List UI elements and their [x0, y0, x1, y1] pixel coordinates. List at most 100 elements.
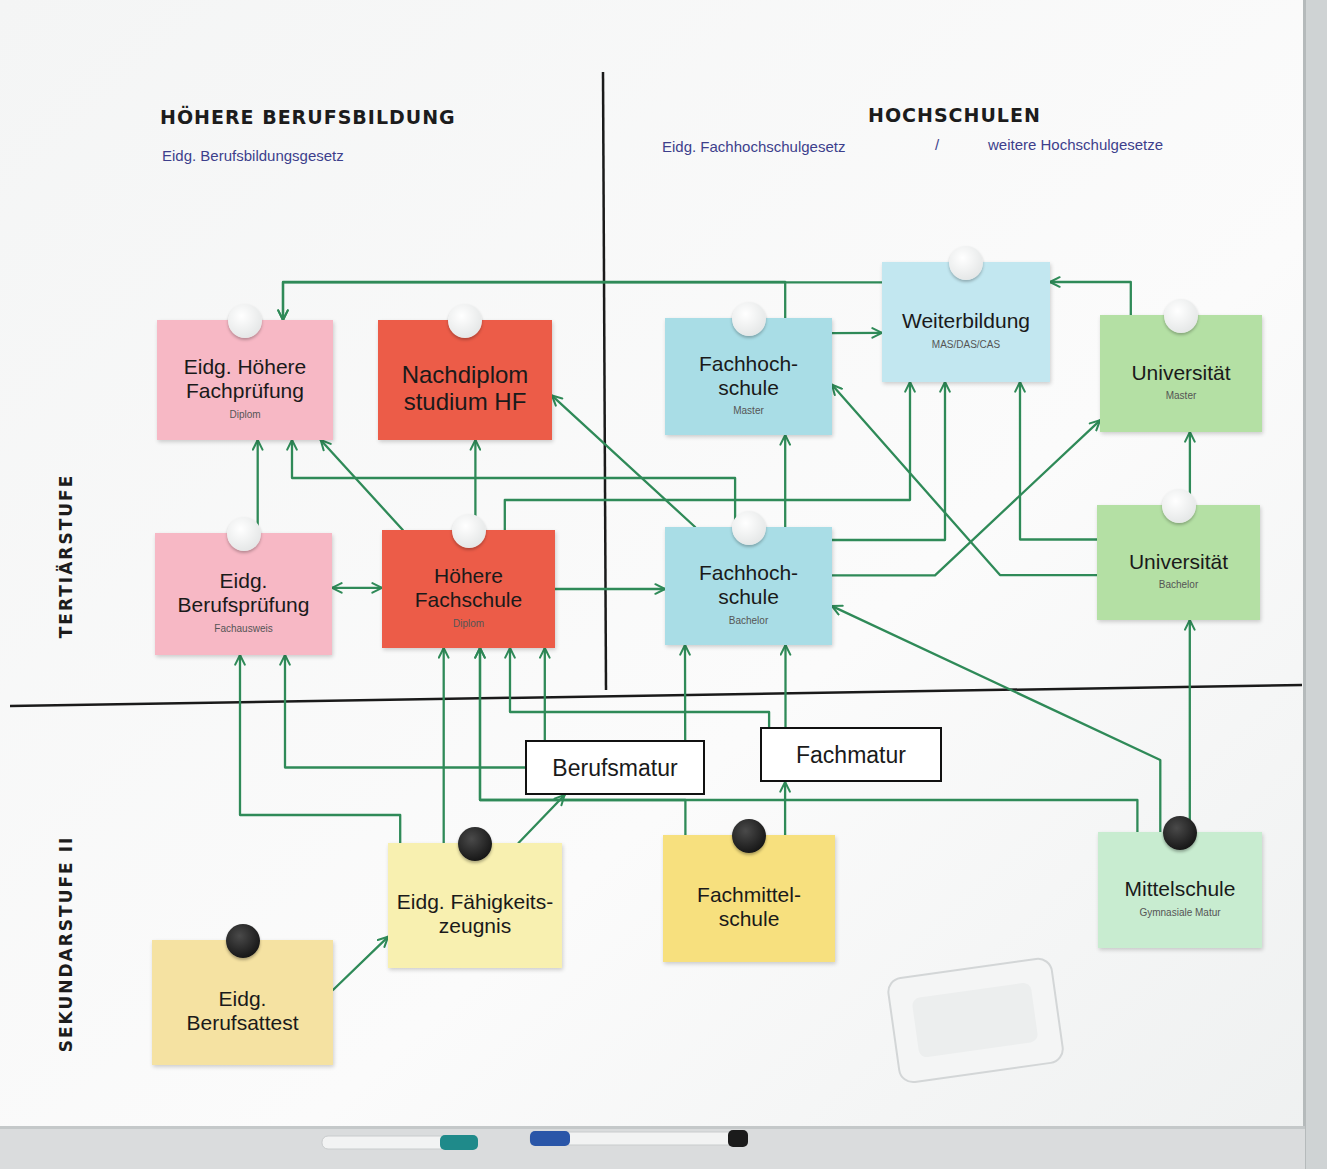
divider-line — [10, 685, 1302, 706]
node-subtitle: Master — [1166, 390, 1197, 402]
marker-cap — [440, 1135, 478, 1150]
qualification-box: Berufsmatur — [525, 740, 705, 795]
node-subtitle: Bachelor — [729, 615, 768, 627]
connector-arrow — [784, 782, 786, 835]
connector-arrow — [480, 648, 1137, 832]
connector-arrow — [283, 282, 882, 320]
node-title: Berufsmatur — [552, 755, 677, 781]
divider-line — [603, 72, 606, 690]
marker-tip — [728, 1130, 748, 1147]
sticky-note: Fachmittel- schule — [663, 835, 835, 962]
eraser-grip — [911, 982, 1038, 1058]
connector-arrow — [784, 645, 786, 727]
magnet — [448, 304, 482, 338]
connector-arrow — [1050, 282, 1131, 315]
sticky-note: Höhere FachschuleDiplom — [382, 530, 555, 648]
sticky-note: Eidg. BerufsprüfungFachausweis — [155, 533, 332, 655]
connector-arrow — [684, 645, 687, 740]
marker-pen — [530, 1130, 748, 1147]
magnet — [949, 246, 983, 280]
node-title: Höhere Fachschule — [390, 564, 547, 611]
magnet — [226, 924, 260, 958]
connector-arrow — [832, 606, 1160, 832]
eraser-body — [887, 957, 1065, 1084]
sticky-note: Eidg. Fähigkeits- zeugnis — [388, 843, 562, 968]
magnet — [732, 511, 766, 545]
connector-arrow — [519, 795, 565, 843]
node-title: Eidg. Berufsattest — [160, 987, 325, 1034]
connector-arrow — [832, 332, 882, 335]
law-reference: Eidg. Berufsbildungsgesetz — [162, 147, 344, 164]
level-heading: HOCHSCHULEN — [868, 104, 1041, 126]
connector-arrow — [555, 588, 665, 590]
node-subtitle: Bachelor — [1159, 579, 1198, 591]
sticky-note: MittelschuleGymnasiale Matur — [1098, 832, 1262, 948]
magnet — [732, 819, 766, 853]
connector-arrow — [832, 382, 945, 540]
sticky-note: UniversitätBachelor — [1097, 505, 1260, 620]
sticky-note: Nachdiplom studium HF — [378, 320, 552, 440]
eraser — [887, 957, 1065, 1084]
qualification-box: Fachmatur — [760, 727, 942, 782]
node-title: Universität — [1131, 361, 1230, 385]
connector-arrow — [283, 282, 785, 320]
connector-arrow — [544, 648, 546, 740]
connector-arrow — [257, 440, 259, 533]
node-subtitle: Fachausweis — [214, 623, 272, 635]
node-title: Mittelschule — [1125, 877, 1236, 901]
node-subtitle: Master — [733, 405, 764, 417]
sticky-note: UniversitätMaster — [1100, 315, 1262, 432]
connector-arrow — [832, 420, 1100, 575]
connector-arrow — [333, 937, 388, 990]
magnet — [458, 827, 492, 861]
law-reference: Eidg. Fachhochschulgesetz — [662, 138, 845, 155]
connector-arrow — [832, 385, 1097, 575]
sticky-note: WeiterbildungMAS/DAS/CAS — [882, 262, 1050, 382]
board-frame-edge — [1303, 0, 1306, 1169]
board-frame — [1303, 0, 1327, 1169]
connector-arrow — [510, 648, 769, 727]
node-title: Weiterbildung — [902, 309, 1030, 333]
magnet — [228, 304, 262, 338]
sticky-note: Fachhoch- schuleBachelor — [665, 527, 832, 645]
node-subtitle: Gymnasiale Matur — [1139, 907, 1220, 919]
connector-arrow — [1020, 382, 1097, 540]
node-subtitle: Diplom — [453, 618, 484, 630]
marker-tray — [0, 1128, 1305, 1169]
node-title: Fachmatur — [796, 742, 906, 768]
node-title: Fachmittel- schule — [671, 883, 827, 930]
connector-arrow — [1189, 620, 1191, 832]
sticky-note: Eidg. Berufsattest — [152, 940, 333, 1065]
marker-barrel — [530, 1132, 735, 1145]
node-title: Universität — [1129, 550, 1228, 574]
magnet — [1163, 816, 1197, 850]
connector-arrow — [321, 440, 403, 530]
connector-arrow — [784, 435, 786, 527]
connector-arrow — [285, 655, 525, 768]
node-title: Eidg. Fähigkeits- zeugnis — [396, 890, 554, 937]
node-subtitle: MAS/DAS/CAS — [932, 339, 1000, 351]
node-title: Fachhoch- schule — [673, 561, 824, 608]
magnet — [227, 517, 261, 551]
node-title: Fachhoch- schule — [673, 352, 824, 399]
marker-pen — [322, 1135, 478, 1150]
connector-arrow — [292, 440, 735, 527]
separator-slash: / — [935, 136, 939, 153]
stage-label: SEKUNDARSTUFE II — [56, 836, 76, 1053]
law-reference: weitere Hochschulgesetze — [988, 136, 1163, 153]
magnet — [1164, 299, 1198, 333]
magnet — [452, 514, 486, 548]
level-heading: HÖHERE BERUFSBILDUNG — [160, 106, 456, 128]
connector-arrow — [240, 655, 400, 843]
node-title: Nachdiplom studium HF — [386, 361, 544, 415]
connector-arrow — [443, 648, 445, 843]
marker-cap — [530, 1131, 570, 1146]
sticky-note: Eidg. Höhere FachprüfungDiplom — [157, 320, 333, 440]
magnet — [732, 302, 766, 336]
node-subtitle: Diplom — [229, 409, 260, 421]
node-title: Eidg. Höhere Fachprüfung — [165, 355, 325, 402]
sticky-note: Fachhoch- schuleMaster — [665, 318, 832, 435]
stage-label: TERTIÄRSTUFE — [56, 474, 76, 639]
